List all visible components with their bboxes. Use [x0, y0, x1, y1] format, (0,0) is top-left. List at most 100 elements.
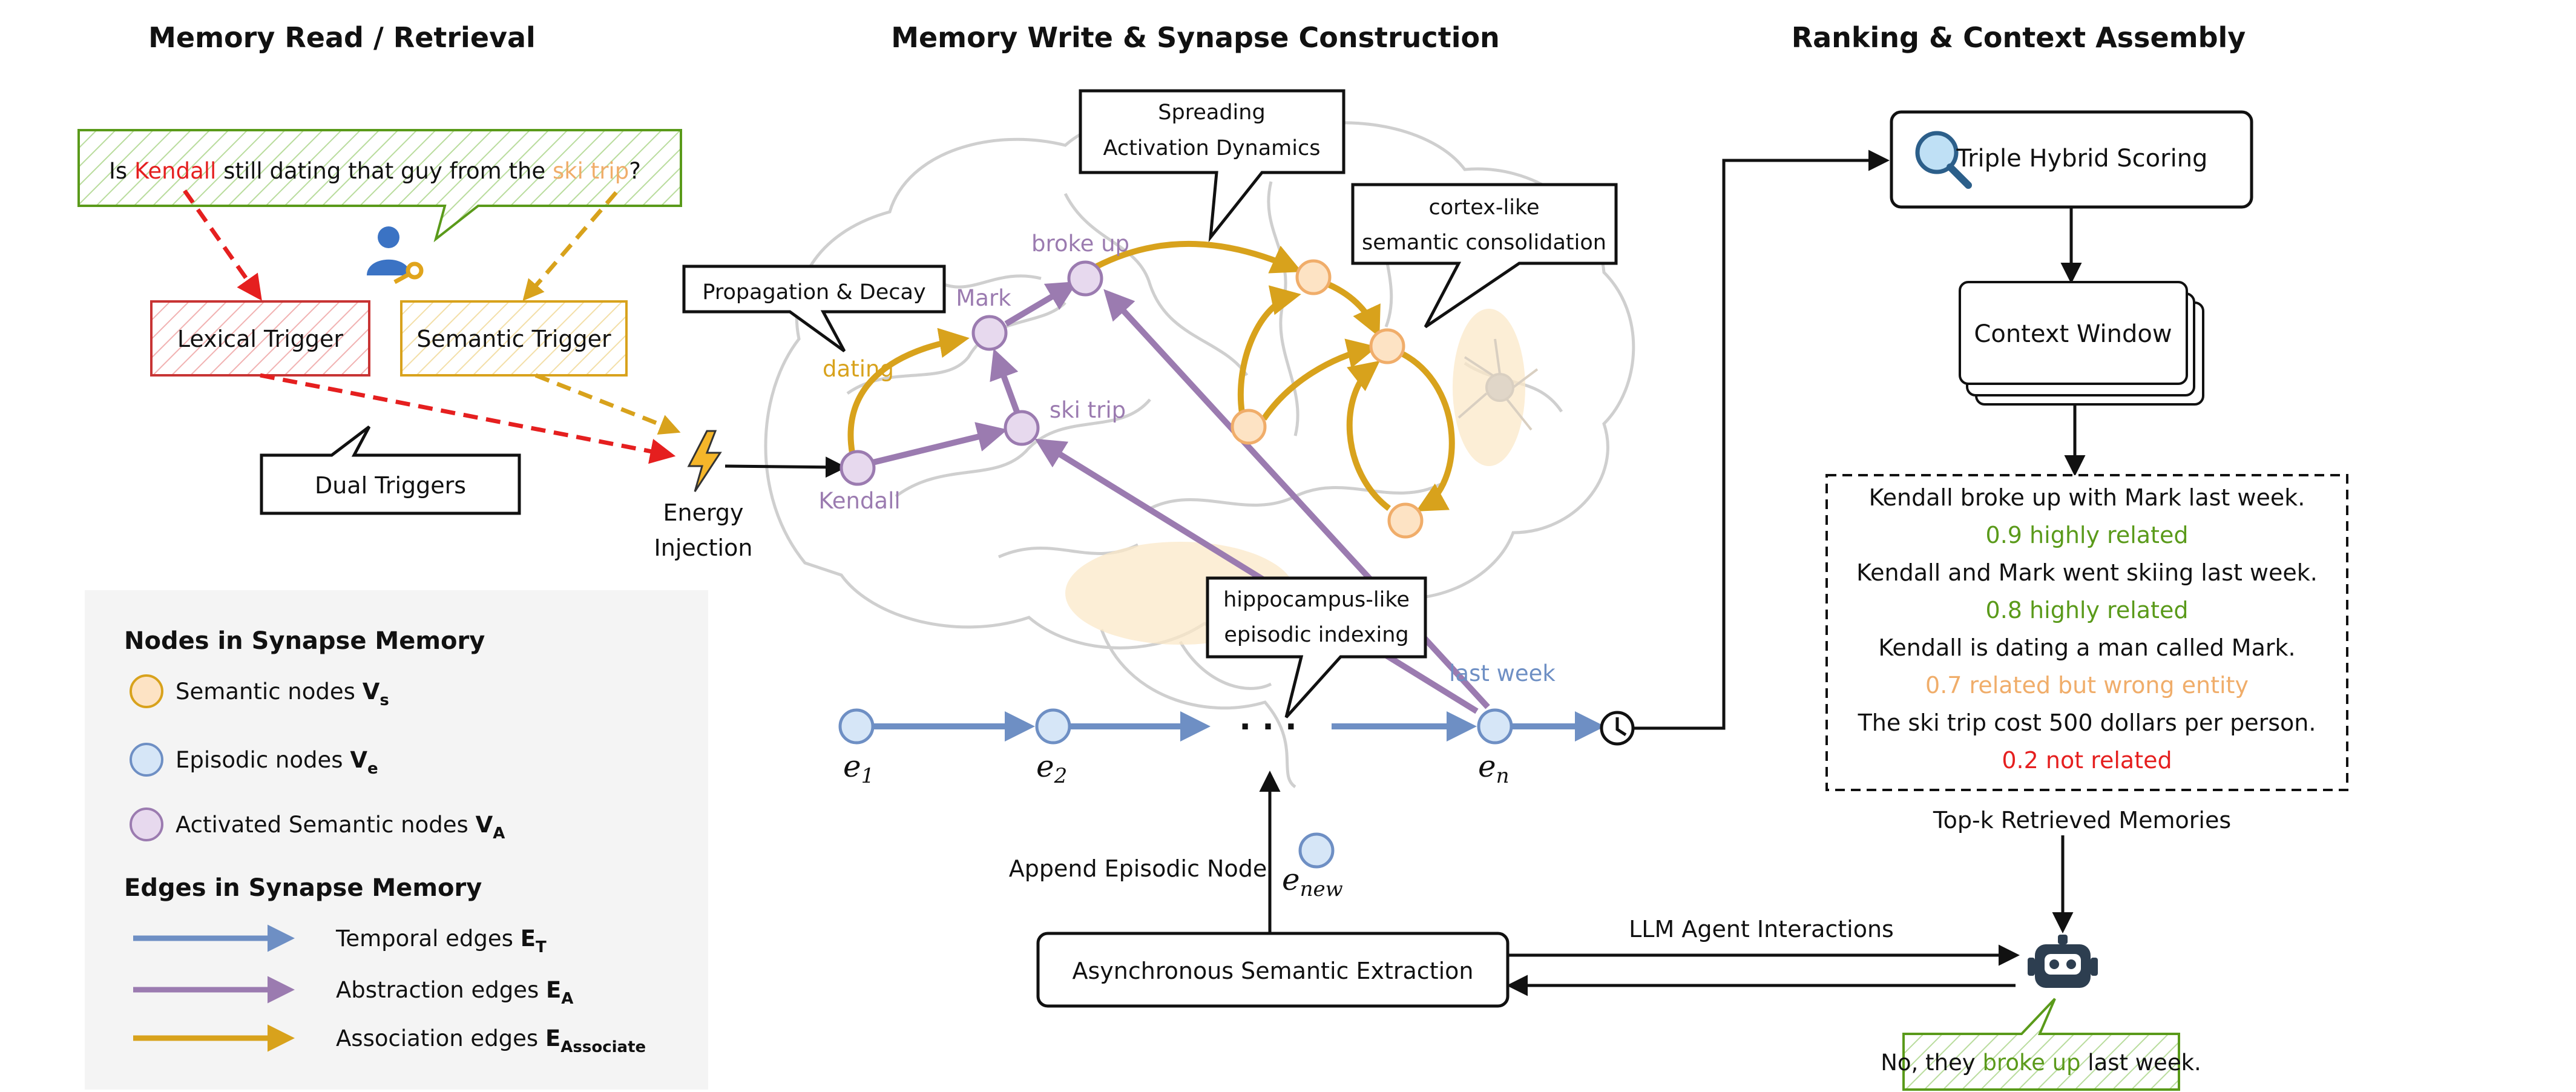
memory-text: Kendall is dating a man called Mark.: [1878, 634, 2295, 661]
label-e1: e1: [843, 749, 874, 788]
activated-nodes: [840, 260, 1103, 486]
answer-bubble: No, they broke up last week.: [1881, 998, 2201, 1091]
label-dating: dating: [823, 356, 894, 382]
node-broke-up: [1067, 260, 1103, 297]
legend-episodic-label: Episodic nodes Ve: [176, 747, 378, 778]
edge-kendall-mark: [847, 327, 970, 453]
dual-triggers-label: Dual Triggers: [315, 472, 466, 499]
legend-semantic-label: Semantic nodes Vs: [176, 679, 389, 709]
node-e1: [838, 708, 875, 745]
header-ranking: Ranking & Context Assembly: [1792, 21, 2246, 54]
legend-semantic-node: [130, 674, 163, 708]
label-en: en: [1478, 749, 1510, 788]
magnifier-icon: [1915, 131, 1972, 189]
edge-n5-n3: [1346, 360, 1392, 511]
legend-panel: Nodes in Synapse Memory Semantic nodes V…: [85, 590, 708, 1090]
edge-skitrip-mark: [990, 348, 1020, 413]
memories-list: Kendall broke up with Mark last week. 0.9…: [1856, 484, 2318, 774]
lexical-trigger-label: Lexical Trigger: [177, 326, 344, 352]
context-window-stack: Context Window: [1959, 281, 2204, 406]
memory-text: Kendall and Mark went skiing last week.: [1856, 559, 2318, 586]
edge-brokeup-spread: [1095, 240, 1303, 274]
memory-text: The ski trip cost 500 dollars per person…: [1858, 709, 2316, 736]
label-enew: enew: [1282, 862, 1343, 901]
node-en: [1477, 708, 1513, 745]
edge-n4-n1: [1237, 285, 1301, 413]
query-bubble: Is Kendall still dating that guy from th…: [77, 129, 682, 243]
dual-triggers-callout: Dual Triggers: [260, 426, 521, 515]
edge-n4-n3: [1261, 338, 1378, 421]
topk-label: Top-k Retrieved Memories: [1933, 807, 2231, 834]
memory-text: Kendall broke up with Mark last week.: [1869, 484, 2305, 511]
semantic-energy-arrow: [534, 373, 681, 435]
user-key-icon: [367, 226, 424, 285]
edge-kendall-skitrip: [872, 422, 1008, 465]
semantic-query-arrow: [522, 191, 618, 301]
legend-edges-title: Edges in Synapse Memory: [124, 874, 482, 902]
legend-activated-node: [130, 807, 163, 841]
energy-label-line2: Injection: [654, 534, 753, 561]
cortex-callout: cortex-like semantic consolidation: [1351, 183, 1618, 329]
node-kendall: [840, 450, 876, 486]
node-mark: [971, 315, 1008, 351]
edge-mark-brokeup: [1004, 281, 1078, 327]
edge-n1-n3: [1327, 281, 1381, 338]
lightning-icon: [687, 430, 722, 492]
clock-to-scoring-arrow: [1633, 150, 1890, 730]
neuron-icon: [1457, 338, 1539, 431]
semantic-nodes: [1230, 259, 1424, 539]
cortex-label-line2: semantic consolidation: [1362, 231, 1606, 255]
propagation-label: Propagation & Decay: [702, 280, 925, 304]
lexical-trigger-box: Lexical Trigger: [150, 300, 370, 377]
label-kendall: Kendall: [818, 488, 900, 514]
extraction-label: Asynchronous Semantic Extraction: [1073, 958, 1474, 984]
node-ski-trip: [1004, 410, 1040, 446]
label-e2: e2: [1036, 749, 1067, 788]
clock-icon: [1600, 711, 1635, 746]
answer-highlight: broke up: [1982, 1050, 2080, 1076]
memory-score: 0.8 highly related: [1986, 597, 2189, 623]
label-last-week: last week: [1449, 660, 1556, 686]
legend-episodic-node: [130, 743, 163, 777]
memory-score: 0.2 not related: [2002, 747, 2172, 774]
edge-n3-n5: [1401, 351, 1455, 511]
episodic-nodes: [838, 708, 1513, 869]
cortex-label-line1: cortex-like: [1428, 196, 1539, 220]
lexical-energy-arrow: [260, 373, 676, 464]
scoring-label: Triple Hybrid Scoring: [1956, 145, 2208, 173]
energy-injection-arrow: [724, 456, 847, 478]
query-text: Is Kendall still dating that guy from th…: [109, 158, 641, 184]
header-memory-read: Memory Read / Retrieval: [148, 21, 536, 54]
agent-interactions-label: LLM Agent Interactions: [1629, 916, 1894, 942]
label-broke-up: broke up: [1031, 231, 1129, 257]
query-entity: Kendall: [134, 158, 216, 184]
spreading-callout: Spreading Activation Dynamics: [1079, 89, 1346, 243]
answer-text: No, they broke up last week.: [1881, 1050, 2201, 1076]
hippocampus-label-line2: episodic indexing: [1224, 623, 1408, 647]
node-semantic-1: [1295, 259, 1332, 295]
append-label: Append Episodic Node: [1009, 855, 1267, 882]
extraction-box: Asynchronous Semantic Extraction: [1036, 932, 1510, 1008]
hippocampus-label-line1: hippocampus-like: [1223, 588, 1410, 612]
node-semantic-4: [1230, 409, 1267, 445]
label-ski-trip: ski trip: [1050, 397, 1126, 423]
legend-abstraction-label: Abstraction edges EA: [336, 977, 573, 1008]
query-semantic: ski trip: [553, 158, 629, 184]
memories-panel: Kendall broke up with Mark last week. 0.9…: [1825, 474, 2348, 791]
hippocampus-callout: hippocampus-like episodic indexing: [1206, 576, 1427, 719]
semantic-trigger-label: Semantic Trigger: [416, 326, 611, 352]
energy-label-line1: Energy: [663, 499, 743, 526]
header-memory-write: Memory Write & Synapse Construction: [891, 21, 1500, 54]
node-enew: [1298, 832, 1335, 869]
scoring-box: Triple Hybrid Scoring: [1890, 110, 2253, 209]
association-edges: [847, 240, 1455, 511]
semantic-trigger-box: Semantic Trigger: [400, 300, 628, 377]
memory-score: 0.7 related but wrong entity: [1925, 672, 2249, 699]
legend-activated-label: Activated Semantic nodes VA: [176, 812, 505, 843]
node-semantic-3: [1369, 328, 1405, 364]
memory-score: 0.9 highly related: [1986, 522, 2189, 548]
legend-nodes-title: Nodes in Synapse Memory: [124, 627, 485, 655]
spreading-label-line1: Spreading: [1158, 100, 1265, 125]
robot-icon: [2028, 935, 2098, 988]
